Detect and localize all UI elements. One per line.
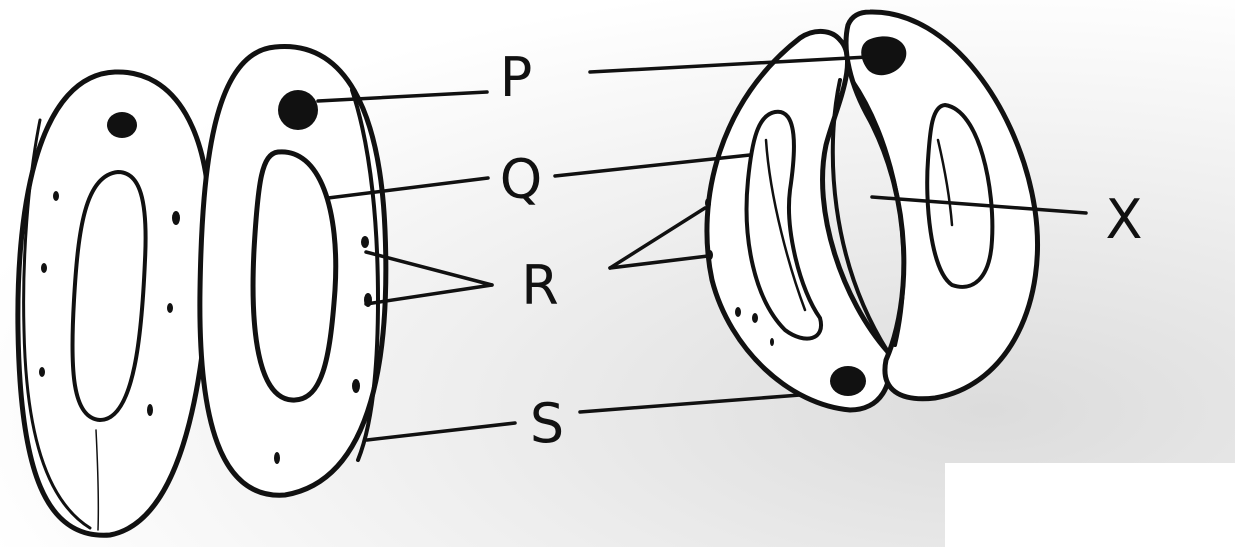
leader-s-left: [367, 423, 515, 440]
label-r: R: [521, 254, 559, 317]
label-s: S: [530, 392, 564, 455]
nucleus-middle: [278, 90, 318, 130]
label-x: X: [1106, 188, 1143, 251]
label-q: Q: [500, 148, 543, 211]
guard-cell-left: [18, 72, 210, 535]
nucleus-stoma-bottom: [830, 366, 866, 396]
nucleus-left: [107, 112, 137, 138]
leader-s-right: [580, 395, 800, 412]
label-p: P: [500, 46, 533, 109]
guard-cell-left-outline: [18, 72, 210, 535]
stoma-right: [705, 12, 1038, 410]
guard-cell-middle: [200, 47, 386, 496]
